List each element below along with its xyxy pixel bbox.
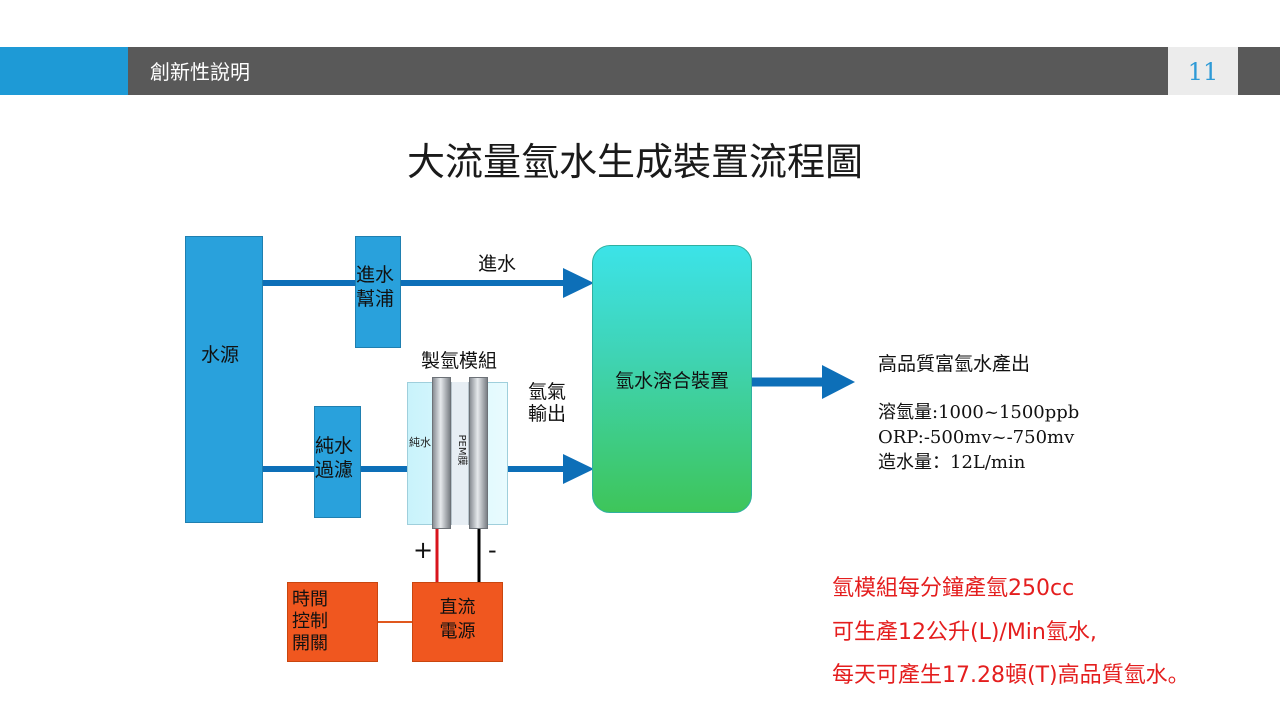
header-accent-bar <box>0 47 128 95</box>
inlet-label: 進水 <box>478 253 517 275</box>
page-number-box <box>1168 47 1238 95</box>
slide-title: 大流量氫水生成裝置流程圖 <box>406 140 863 184</box>
header-bar <box>128 47 1168 95</box>
electrode-negative <box>469 377 488 529</box>
spec-flow-rate: 造水量：12L/min <box>878 452 1026 473</box>
note-line-1: 氫模組每分鐘產氫250cc <box>832 576 1075 601</box>
pure-water-cell-label: 純水 <box>409 436 431 449</box>
note-line-3: 每天可產生17.28頓(T)高品質氫水。 <box>832 663 1190 688</box>
plus-sign: + <box>413 536 434 564</box>
inlet-pump-label-1: 進水 <box>356 264 395 286</box>
pure-filter-label-1: 純水 <box>315 435 354 457</box>
water-source-box <box>185 236 263 523</box>
pure-filter-label-2: 過濾 <box>315 459 354 481</box>
electrode-positive <box>432 377 451 529</box>
pure-water-filter-box <box>314 406 361 518</box>
timer-label-1: 時間 <box>292 589 328 610</box>
arrow-to-mixer-hydrogen <box>563 454 594 484</box>
pem-membrane <box>451 382 469 525</box>
header-bar-end <box>1238 47 1280 95</box>
hydrogen-water-mixer-box <box>592 245 752 513</box>
page-number: 11 <box>1187 58 1219 86</box>
hydrogen-output-label-1: 氫氣 <box>528 381 567 403</box>
dc-power-label-1: 直流 <box>439 597 476 618</box>
spec-orp: ORP:-500mv~-750mv <box>878 427 1075 448</box>
hydrogen-module-label: 製氫模組 <box>421 350 498 372</box>
inlet-pump-label-2: 幫浦 <box>356 288 395 310</box>
timer-label-2: 控制 <box>292 611 328 632</box>
mixer-label: 氫水溶合裝置 <box>614 370 729 392</box>
hydrogen-output-label-2: 輸出 <box>528 403 567 425</box>
section-title: 創新性說明 <box>150 60 250 84</box>
spec-dissolved-hydrogen: 溶氫量:1000~1500ppb <box>878 402 1080 423</box>
inlet-pump-box <box>355 236 401 348</box>
minus-sign: - <box>488 536 497 564</box>
dc-power-box <box>412 582 503 662</box>
pem-membrane-label: PEM膜 <box>456 434 467 466</box>
timer-switch-box <box>287 582 378 662</box>
arrow-to-mixer-inlet <box>563 268 594 298</box>
output-title: 高品質富氫水產出 <box>878 353 1031 375</box>
note-line-2: 可生產12公升(L)/Min氫水, <box>832 620 1097 645</box>
dc-power-label-2: 電源 <box>439 621 476 642</box>
water-source-label: 水源 <box>201 344 240 366</box>
arrow-output <box>822 365 855 399</box>
timer-label-3: 開關 <box>292 633 328 654</box>
